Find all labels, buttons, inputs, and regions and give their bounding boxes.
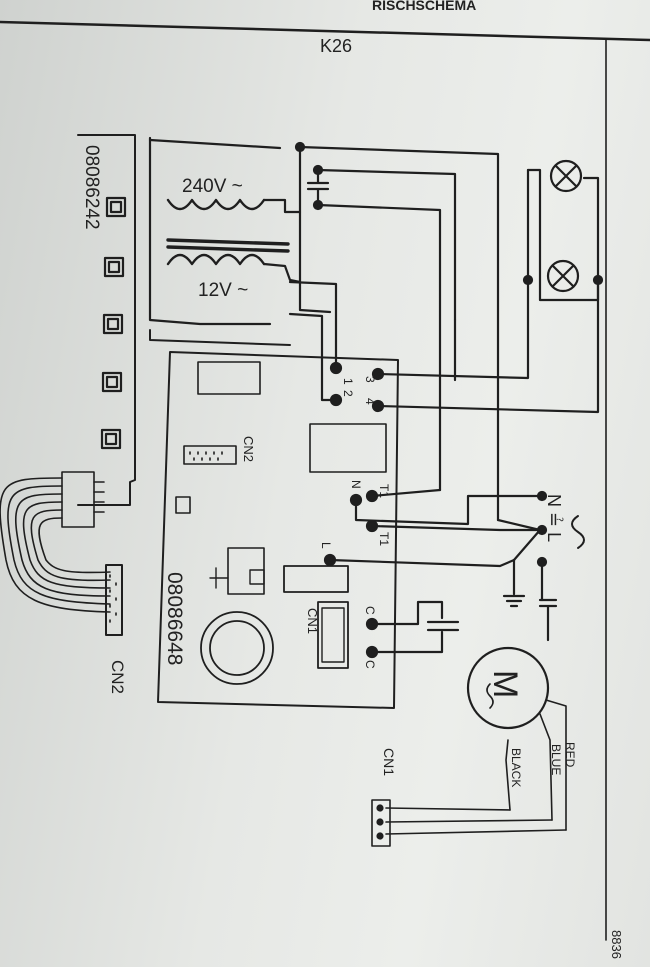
terminal-1: 1: [341, 378, 355, 385]
header-section: RISCHSCHEMA: [372, 0, 476, 13]
motor-connector-label: CN1: [381, 748, 397, 776]
terminal-4: 4: [363, 398, 377, 405]
header-rule: [0, 20, 650, 42]
control-board-cn2-label: CN2: [241, 436, 256, 462]
transformer-capacitor: [294, 141, 500, 522]
ribbon-cable: [0, 471, 123, 636]
terminal-3: 3: [363, 376, 377, 383]
transformer-secondary-label: 12V ~: [198, 280, 248, 301]
control-board: [157, 351, 399, 709]
secondary-wires: [288, 278, 600, 414]
control-board-cn1-label: CN1: [305, 608, 320, 634]
terminal-l: L: [319, 542, 333, 549]
display-board-part-number: 08086242: [81, 145, 102, 230]
ac-symbol-icon: [571, 515, 585, 549]
transformer-primary-label: 240V ~: [182, 176, 243, 197]
control-board-part-number: 08086648: [163, 572, 186, 665]
ribbon-connector-label: CN2: [108, 660, 127, 694]
terminal-c-1: C: [363, 606, 377, 615]
wire-red-label: RED: [563, 742, 577, 768]
motor: [371, 646, 567, 847]
terminal-n: N: [349, 480, 363, 489]
transformer: [148, 136, 332, 346]
display-board: 08086242: [77, 134, 136, 506]
mains-label: N ≟ L: [544, 494, 564, 542]
terminal-t1-b: T1: [377, 532, 391, 546]
page-number: 8836: [609, 930, 624, 959]
wire-blue-label: BLUE: [549, 744, 563, 775]
terminal-2: 2: [341, 390, 355, 397]
motor-capacitor: [370, 598, 558, 654]
mains-wiring: [328, 318, 548, 608]
lamps: [522, 159, 604, 302]
wire-black-label: BLACK: [509, 748, 523, 787]
motor-symbol: M: [486, 670, 524, 698]
model-title: K26: [320, 36, 352, 56]
terminal-c-2: C: [363, 660, 377, 669]
